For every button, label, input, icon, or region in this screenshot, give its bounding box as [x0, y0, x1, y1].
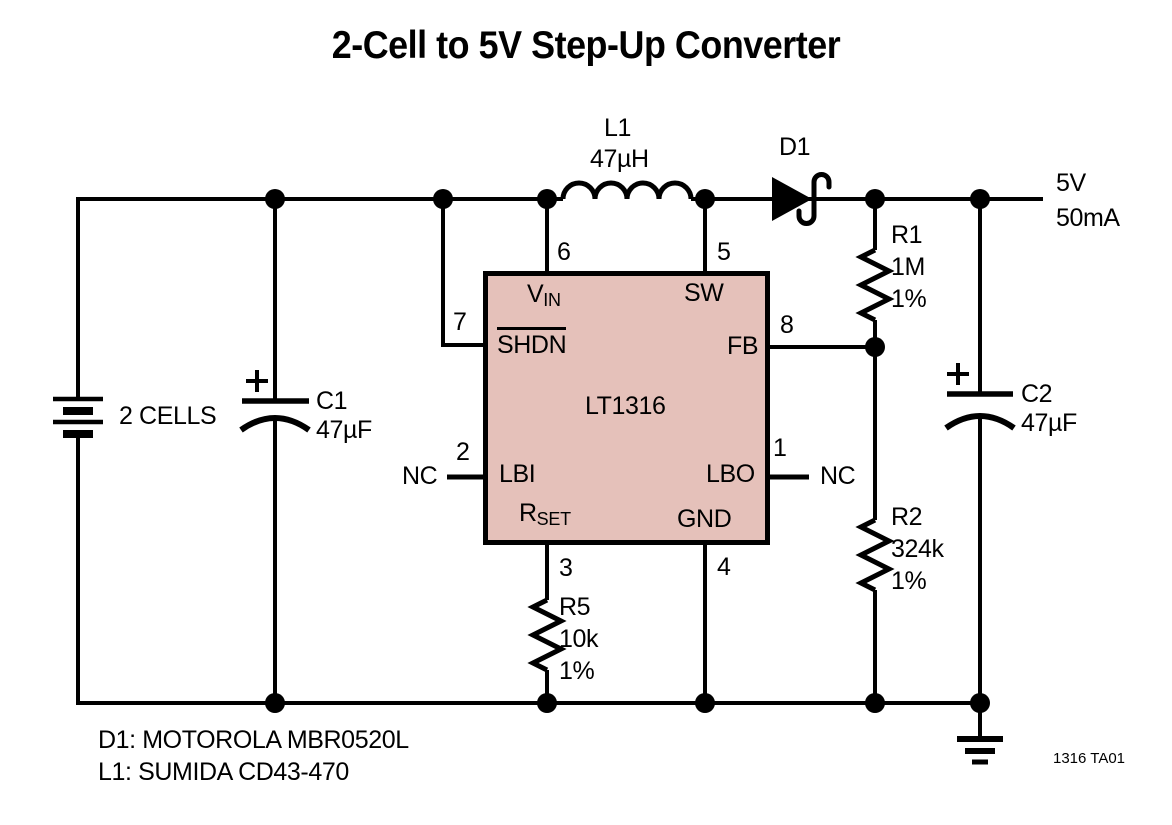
node-dot [970, 693, 990, 713]
pin-number-1: 1 [773, 434, 787, 462]
r1-resistor-symbol [855, 247, 895, 323]
ic-pin-label-fb: FB [727, 332, 759, 360]
wire-top-left [76, 197, 563, 399]
node-dot [537, 693, 557, 713]
battery-symbol [53, 396, 103, 438]
c2-ref-label: C2 [1021, 380, 1053, 408]
ic-pin-label-lbo: LBO [706, 460, 755, 488]
r5-resistor-symbol [527, 597, 567, 673]
pin-number-4: 4 [717, 553, 731, 581]
node-dot [970, 189, 990, 209]
l1-value-label: 47µH [590, 145, 649, 173]
r1-tolerance-label: 1% [891, 285, 927, 313]
nc-left-label: NC [402, 462, 438, 490]
l1-inductor-symbol [560, 180, 694, 200]
junction-dots [265, 189, 990, 713]
d1-anode-triangle [772, 177, 812, 221]
ground-icon [957, 736, 1003, 765]
ic-pin-label-lbi: LBI [499, 460, 536, 488]
nc-right-label: NC [820, 462, 856, 490]
wire-bottom-rail [76, 434, 980, 705]
r5-ref-label: R5 [559, 593, 591, 621]
node-dot [695, 189, 715, 209]
c2-symbol [944, 363, 1016, 431]
pin-number-6: 6 [557, 238, 571, 266]
battery-label: 2 CELLS [119, 402, 217, 430]
pin-number-7: 7 [453, 308, 467, 336]
diagram-title: 2-Cell to 5V Step-Up Converter [331, 24, 841, 67]
rset-sub: SET [536, 509, 571, 529]
d1-schottky-cathode [796, 172, 832, 226]
ic-pin-label-shdn: SHDN [497, 327, 567, 358]
node-dot [265, 693, 285, 713]
node-dot [433, 189, 453, 209]
ic-part-number: LT1316 [585, 392, 666, 420]
note-d1: D1: MOTOROLA MBR0520L [98, 726, 409, 754]
c2-value-label: 47µF [1021, 409, 1077, 437]
vin-main: V [527, 280, 544, 308]
r1-value-label: 1M [891, 253, 925, 281]
c2-plate-curved [944, 413, 1016, 431]
figure-id: 1316 TA01 [1053, 750, 1126, 767]
wire-shdn [441, 199, 485, 347]
r2-value-label: 324k [891, 535, 944, 563]
rset-main: R [519, 499, 537, 527]
ic-pin-label-vin: VIN [527, 280, 561, 310]
pin-number-8: 8 [780, 311, 794, 339]
pin-number-5: 5 [717, 238, 731, 266]
r2-resistor-symbol [855, 517, 895, 593]
r5-tolerance-label: 1% [559, 657, 595, 685]
pin-number-3: 3 [559, 554, 573, 582]
vin-sub: IN [543, 290, 561, 310]
r1-ref-label: R1 [891, 221, 923, 249]
ic-pin-label-rset: RSET [519, 499, 571, 529]
node-dot [865, 337, 885, 357]
shdn-text: SHDN [497, 327, 567, 358]
c1-plate-curved [239, 415, 311, 433]
r2-ref-label: R2 [891, 503, 923, 531]
ic-pin-label-gnd: GND [677, 505, 732, 533]
r2-tolerance-label: 1% [891, 567, 927, 595]
ic-body [483, 271, 770, 545]
d1-diode-symbol [772, 172, 832, 226]
node-dot [865, 693, 885, 713]
ic-pin-label-sw: SW [684, 279, 724, 307]
note-l1: L1: SUMIDA CD43-470 [98, 758, 349, 786]
output-voltage-label: 5V [1056, 169, 1086, 197]
output-current-label: 50mA [1056, 204, 1120, 232]
node-dot [695, 693, 715, 713]
node-dot [865, 189, 885, 209]
r5-value-label: 10k [559, 625, 599, 653]
c1-ref-label: C1 [316, 387, 348, 415]
node-dot [537, 189, 557, 209]
c1-value-label: 47µF [316, 416, 372, 444]
c1-symbol [239, 370, 311, 433]
node-dot [265, 189, 285, 209]
wires [76, 197, 1043, 737]
d1-ref-label: D1 [779, 133, 811, 161]
pin-number-2: 2 [456, 438, 470, 466]
l1-ref-label: L1 [604, 114, 632, 142]
